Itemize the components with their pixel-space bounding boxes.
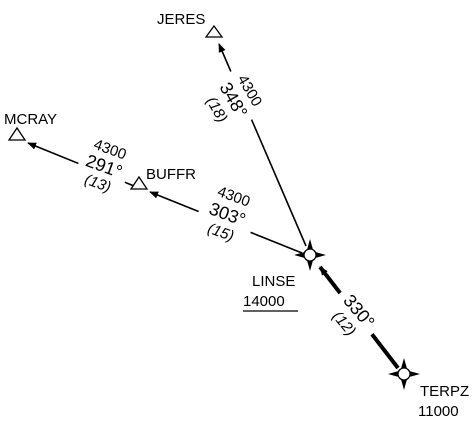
linse-label: LINSE	[252, 273, 295, 290]
buffr-triangle-icon	[129, 175, 149, 190]
linse-altitude: 14000	[243, 293, 285, 310]
terpz-altitude: 11000	[418, 403, 459, 420]
linse-fix-icon	[294, 239, 326, 271]
buffr-label: BUFFR	[146, 166, 196, 183]
mcray-triangle-icon	[7, 126, 27, 141]
mcray-label: MCRAY	[4, 111, 57, 128]
jeres-triangle-icon	[204, 24, 224, 38]
terpz-fix-icon	[388, 358, 420, 390]
jeres-label: JERES	[157, 11, 205, 28]
terpz-label: TERPZ	[420, 383, 469, 400]
